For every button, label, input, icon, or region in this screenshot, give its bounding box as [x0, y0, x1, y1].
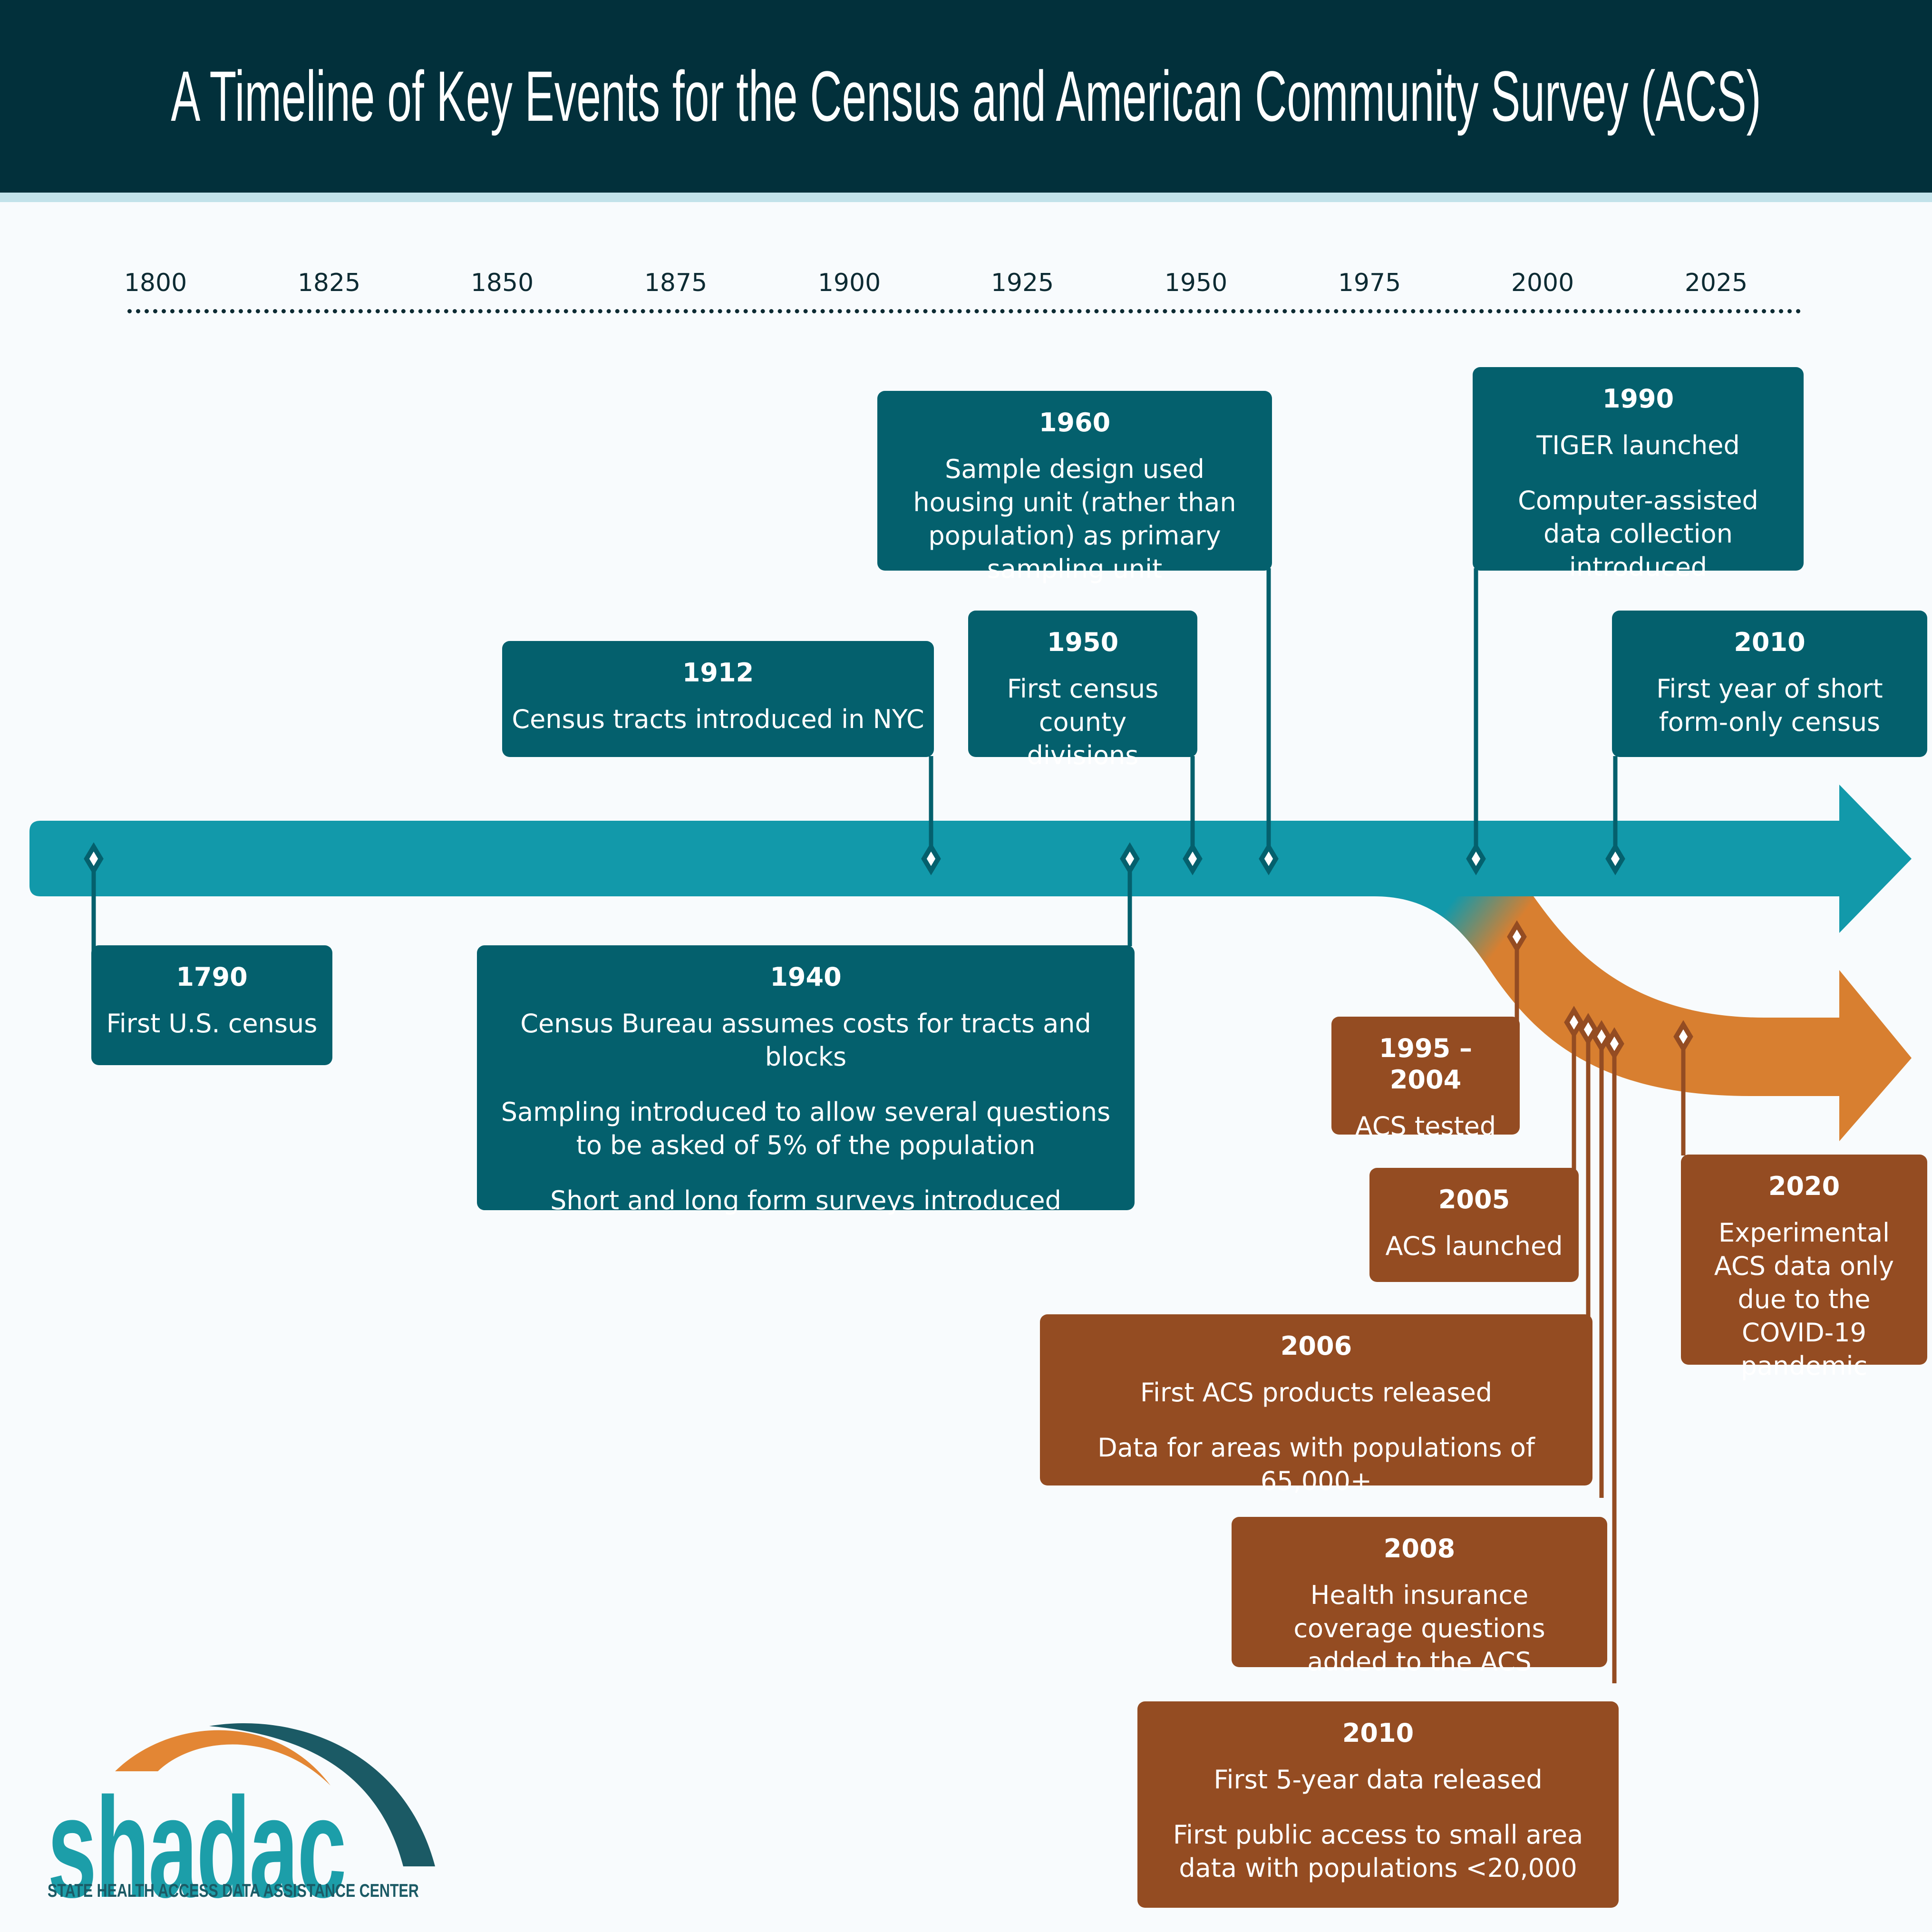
axis-tick-1925: 1925: [990, 269, 1054, 297]
event-year: 1912: [682, 658, 754, 688]
header-stripe: [0, 193, 1932, 202]
logo-wordmark: shadac: [48, 1767, 347, 1927]
event-year: 1790: [176, 962, 248, 992]
axis-tick-1875: 1875: [644, 269, 708, 297]
event-year: 2020: [1768, 1171, 1840, 1201]
diamond-marker-1950: [1183, 842, 1203, 875]
event-box-1912: 1912 Census tracts introduced in NYC: [502, 641, 934, 757]
event-box-1990: 1990 TIGER launched Computer-assisted da…: [1473, 367, 1804, 582]
event-year: 2010: [1342, 1718, 1414, 1748]
axis-tick-2025: 2025: [1684, 269, 1748, 297]
axis-tick-1800: 1800: [124, 269, 187, 297]
axis-tick-1950: 1950: [1164, 269, 1228, 297]
event-box-1960: 1960 Sample design used housing unit (ra…: [877, 391, 1272, 584]
diamond-marker-2020: [1673, 1020, 1693, 1053]
event-text: First year of short form-only census: [1656, 674, 1883, 737]
event-box-2005: 2005 ACS launched: [1369, 1168, 1579, 1282]
logo-subtitle: STATE HEALTH ACCESS DATA ASSISTANCE CENT…: [48, 1881, 419, 1901]
header-bar: [0, 0, 1932, 193]
diamond-marker-2005: [1564, 1006, 1584, 1039]
diamond-marker-1790: [84, 842, 104, 875]
diamond-marker-1940: [1120, 842, 1140, 875]
event-text: First ACS products released: [1140, 1378, 1493, 1408]
axis-tick-1850: 1850: [470, 269, 534, 297]
event-year: 2008: [1383, 1534, 1456, 1563]
event-text: First U.S. census: [106, 1009, 318, 1039]
event-year: 1990: [1602, 384, 1674, 414]
diamond-marker-1960: [1259, 842, 1279, 875]
event-text: Sample design used housing unit (rather …: [913, 454, 1236, 584]
event-text: First census county divisions: [1007, 674, 1159, 770]
event-text: Census Bureau assumes costs for tracts a…: [520, 1009, 1091, 1072]
diamond-marker-2010-acs: [1604, 1027, 1624, 1060]
census-arrow: [29, 785, 1912, 933]
logo-arc-icon: [115, 1723, 435, 1866]
event-box-1790: 1790 First U.S. census: [91, 945, 332, 1065]
event-year: 2010: [1734, 627, 1806, 657]
diamond-marker-1912: [921, 842, 941, 875]
diamond-marker-1995: [1507, 920, 1527, 953]
diamond-marker-2010-census: [1605, 842, 1625, 875]
page-title: A Timeline of Key Events for the Census …: [171, 56, 1761, 136]
event-text: First public access to small area data w…: [1173, 1820, 1583, 1883]
event-text: Sampling introduced to allow several que…: [501, 1097, 1111, 1160]
axis-tick-1825: 1825: [297, 269, 361, 297]
event-box-2008: 2008 Health insurance coverage questions…: [1232, 1517, 1607, 1677]
event-text: Data for areas with populations of 65,00…: [1097, 1433, 1535, 1496]
event-box-2020: 2020 Experimental ACS data only due to t…: [1681, 1155, 1927, 1381]
event-year: 2006: [1280, 1331, 1352, 1361]
event-box-1940: 1940 Census Bureau assumes costs for tra…: [477, 945, 1135, 1215]
axis-dotted-line: [127, 309, 1801, 313]
event-year: 1995 – 2004: [1379, 1033, 1473, 1095]
shadac-logo: shadac STATE HEALTH ACCESS DATA ASSISTAN…: [29, 1702, 456, 1919]
diamond-marker-2008: [1592, 1020, 1612, 1053]
event-text: ACS tested: [1355, 1111, 1496, 1141]
event-text: ACS launched: [1385, 1231, 1563, 1261]
event-text: TIGER launched: [1536, 430, 1740, 460]
event-box-2006: 2006 First ACS products released Data fo…: [1040, 1314, 1592, 1496]
axis-tick-2000: 2000: [1511, 269, 1574, 297]
event-year: 2005: [1438, 1184, 1510, 1214]
event-box-1950: 1950 First census county divisions: [968, 611, 1197, 770]
event-text: Experimental ACS data only due to the CO…: [1714, 1218, 1894, 1381]
axis-tick-1900: 1900: [817, 269, 881, 297]
event-year: 1960: [1039, 408, 1111, 437]
event-box-2010-acs: 2010 First 5-year data released First pu…: [1137, 1701, 1619, 1908]
acs-arrow: [1374, 896, 1912, 1141]
event-text: Short and long form surveys introduced: [550, 1185, 1061, 1215]
event-text: Census tracts introduced in NYC: [512, 704, 924, 734]
event-box-2010-census: 2010 First year of short form-only censu…: [1612, 611, 1927, 757]
event-year: 1940: [770, 962, 842, 992]
diamond-marker-2006: [1578, 1013, 1598, 1046]
axis-tick-1975: 1975: [1338, 269, 1401, 297]
event-text: First 5-year data released: [1214, 1765, 1543, 1795]
event-year: 1950: [1047, 627, 1119, 657]
event-box-1995-2004: 1995 – 2004 ACS tested: [1331, 1017, 1520, 1141]
event-text: Health insurance coverage questions adde…: [1293, 1580, 1545, 1677]
diamond-marker-1990: [1466, 842, 1486, 875]
event-text: Computer-assisted data collection introd…: [1518, 485, 1758, 582]
